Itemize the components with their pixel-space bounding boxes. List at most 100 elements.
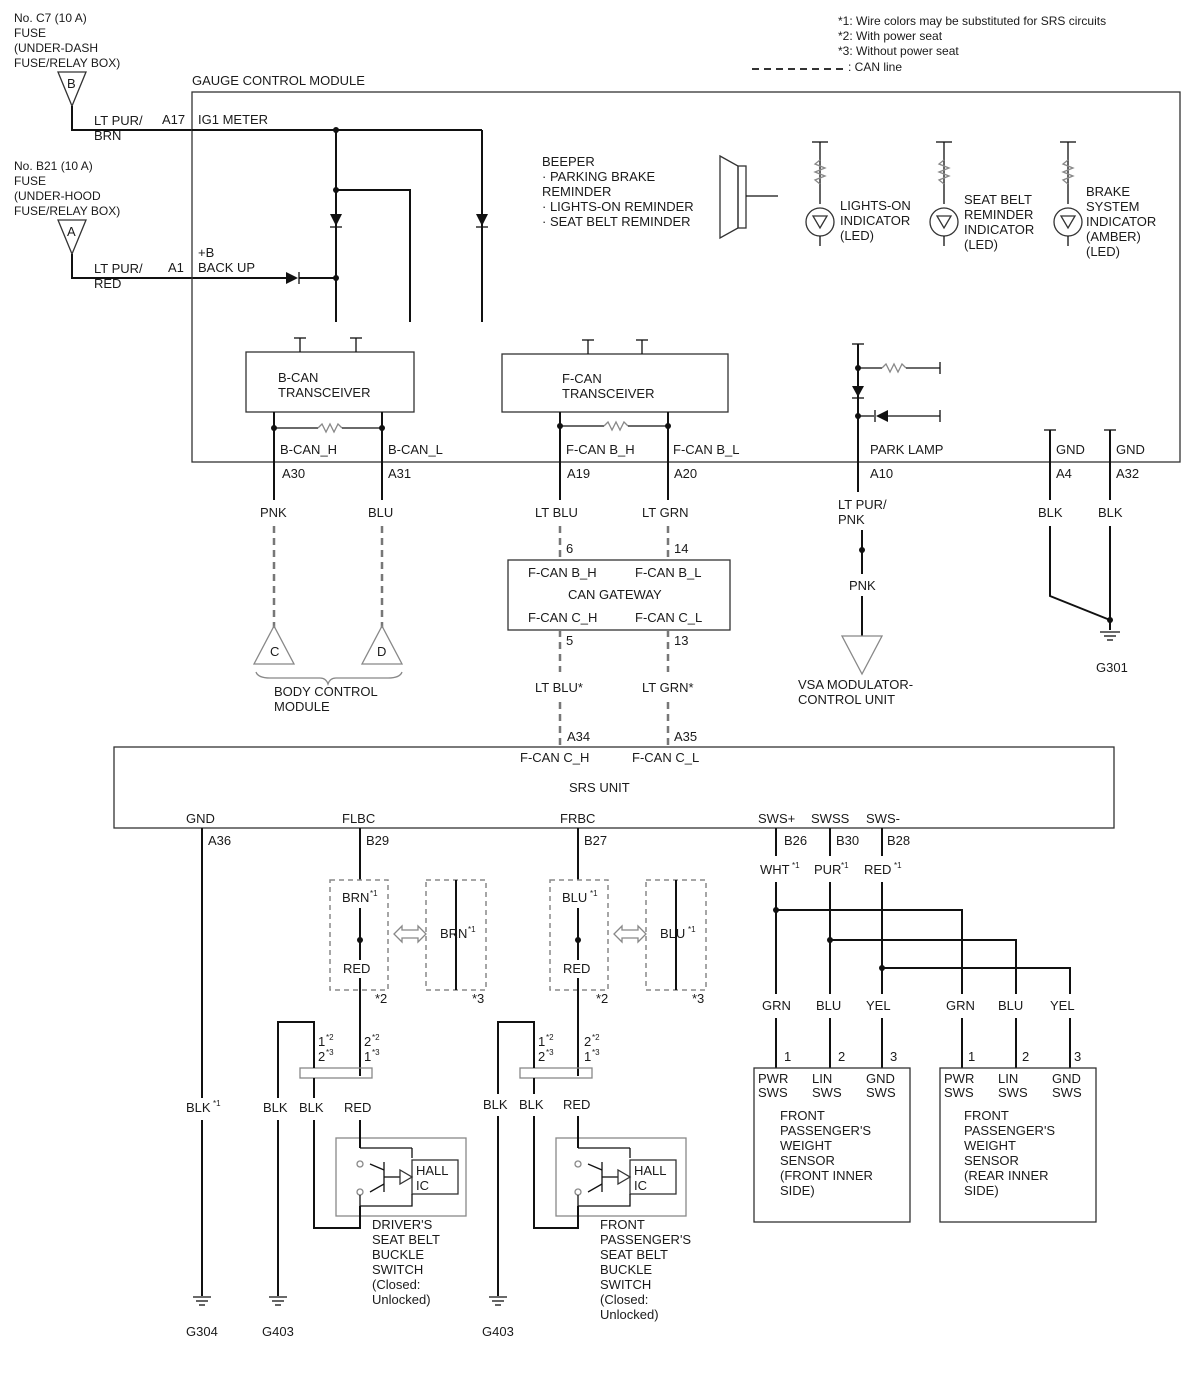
srs-gnd: GND <box>186 811 215 826</box>
blk-loop-wire <box>497 1021 535 1094</box>
pin-a31: A31 <box>388 466 411 481</box>
pin-a4: A4 <box>1056 466 1072 481</box>
fuse-c7-line1: No. C7 (10 A) <box>14 11 87 25</box>
brake-indicator: BRAKE SYSTEM INDICATOR (AMBER) (LED) <box>1053 141 1156 259</box>
hall-amp-icon <box>617 1168 632 1186</box>
passenger-label-3: SEAT BELT <box>600 1247 668 1262</box>
wire-blk-a4: BLK <box>1038 505 1063 520</box>
front-sensor-label-1: FRONT <box>780 1108 825 1123</box>
hall-ic-box <box>629 1159 677 1195</box>
fcan-label1: F-CAN <box>562 371 602 386</box>
beeper-line2: · PARKING BRAKE <box>542 169 656 184</box>
mid-pin2b: 2 <box>584 1034 591 1049</box>
g403-label-2: G403 <box>482 1324 514 1339</box>
led-icon <box>1053 207 1083 237</box>
mid-mark-3: *3 <box>692 991 704 1006</box>
left-brn-alt: BRN <box>440 926 467 941</box>
junction-dot <box>333 275 339 281</box>
legend-can-line: : CAN line <box>848 60 902 74</box>
left-mark-3: *3 <box>472 991 484 1006</box>
hall-amp-icon <box>399 1168 414 1186</box>
fuse-c7-line2: FUSE <box>14 26 46 40</box>
sws-a-lin1: LIN <box>812 1071 832 1086</box>
resistor-icon <box>813 159 827 185</box>
srs-frbc: FRBC <box>560 811 595 826</box>
left-pin1: 1 <box>318 1034 325 1049</box>
fuse-b21-wire-color2: RED <box>94 276 121 291</box>
hall-transistor-icon <box>369 1163 385 1171</box>
gnd-label-a32: GND <box>1116 442 1145 457</box>
wire-blk-star: BLK <box>186 1100 211 1115</box>
switch-lead <box>577 1194 631 1207</box>
fuse-c7-wire <box>71 106 192 131</box>
mid-pin2-mark: *3 <box>546 1048 554 1057</box>
srs-c-l: F-CAN C_L <box>632 750 699 765</box>
wire-pnk-part: PNK <box>838 512 865 527</box>
left-blk: BLK <box>299 1100 324 1115</box>
bcan-label1: B-CAN <box>278 370 318 385</box>
pin-a10: A10 <box>870 466 893 481</box>
mid-red2: RED <box>563 1097 590 1112</box>
vsa-label1: VSA MODULATOR- <box>798 677 913 692</box>
fuse-b21-line1: No. B21 (10 A) <box>14 159 93 173</box>
sws-pin-1a: 1 <box>784 1049 791 1064</box>
left-pin2-mark: *3 <box>326 1048 334 1057</box>
left-red2: RED <box>344 1100 371 1115</box>
sws-a-pwr1: PWR <box>758 1071 788 1086</box>
resistor-icon <box>603 420 629 432</box>
swap-arrow-icon <box>393 924 427 944</box>
wire-blk-a32: BLK <box>1098 505 1123 520</box>
junction-dot <box>333 127 339 133</box>
driver-label-3: BUCKLE <box>372 1247 424 1262</box>
wire-blk-star-mark: *1 <box>213 1099 221 1108</box>
sws-grn-2: GRN <box>946 998 975 1013</box>
gateway-pin-5: 5 <box>566 633 573 648</box>
gateway-b-l: F-CAN B_L <box>635 565 701 580</box>
beeper-icon <box>719 154 739 240</box>
pin-a19: A19 <box>567 466 590 481</box>
bcan-lines: PNK BLU C D BODY CONTROL MODULE <box>252 462 404 714</box>
pin-bcan-h: B-CAN_H <box>280 442 337 457</box>
power-seat-option-box <box>329 879 389 991</box>
srs-pin-b29: B29 <box>366 833 389 848</box>
seat-belt-indicator: SEAT BELT REMINDER INDICATOR (LED) <box>929 141 1034 252</box>
gateway-pin-13: 13 <box>674 633 688 648</box>
junction-dot <box>1107 617 1113 623</box>
mid-blu-alt-mark: *1 <box>688 925 696 934</box>
seat-belt-line3: INDICATOR <box>964 222 1034 237</box>
sws-blu-2: BLU <box>998 998 1023 1013</box>
mid-pin1-mark: *2 <box>546 1033 554 1042</box>
fuse-b21-pin: A1 <box>168 260 184 275</box>
driver-buckle-circuit: BRN *1 RED *2 BRN *1 *3 1 *2 2 *3 2 *2 1… <box>262 828 487 1339</box>
srs-pin-b27: B27 <box>584 833 607 848</box>
fuse-b21-line3: (UNDER-HOOD <box>14 189 101 203</box>
weight-sensor-rear-box <box>939 1067 1097 1223</box>
brake-line4: (AMBER) <box>1086 229 1141 244</box>
sws-pur: PUR <box>814 862 841 877</box>
left-pin1-mark: *2 <box>326 1033 334 1042</box>
lights-on-line3: (LED) <box>840 228 874 243</box>
srs-swss: SWSS <box>811 811 850 826</box>
mid-hall1: HALL <box>634 1163 667 1178</box>
passenger-label-6: (Closed: <box>600 1292 648 1307</box>
vsa-label2: CONTROL UNIT <box>798 692 895 707</box>
driver-label-2: SEAT BELT <box>372 1232 440 1247</box>
hall-ic-box <box>411 1159 459 1195</box>
bcan-label2: TRANSCEIVER <box>278 385 370 400</box>
left-blk-g403: BLK <box>263 1100 288 1115</box>
seat-belt-line1: SEAT BELT <box>964 192 1032 207</box>
mid-blu: BLU <box>562 890 587 905</box>
g403-label-1: G403 <box>262 1324 294 1339</box>
legend: *1: Wire colors may be substituted for S… <box>752 14 1106 74</box>
sws-b-pwr2: SWS <box>944 1085 974 1100</box>
mid-red: RED <box>563 961 590 976</box>
wire-lt-grn-star: LT GRN* <box>642 680 694 695</box>
buckle-switch-box <box>555 1137 687 1217</box>
srs-sws-plus: SWS+ <box>758 811 795 826</box>
park-lamp-label: PARK LAMP <box>870 442 943 457</box>
driver-label-1: DRIVER'S <box>372 1217 433 1232</box>
bcm-d-letter: D <box>377 644 386 659</box>
junction-dot <box>271 425 277 431</box>
seat-belt-line4: (LED) <box>964 237 998 252</box>
wire-lt-blu-star: LT BLU* <box>535 680 583 695</box>
